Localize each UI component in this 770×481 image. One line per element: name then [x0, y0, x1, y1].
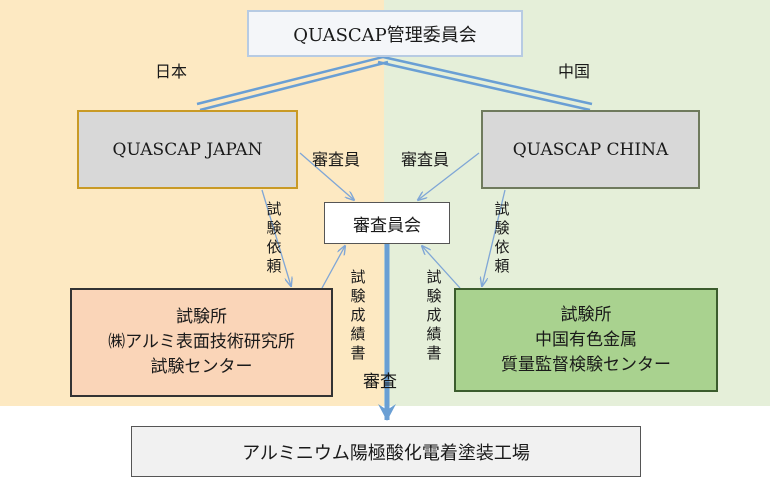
- test-report-label-left: 試験成績書: [350, 268, 366, 362]
- lab-japan-line3: 試験センター: [150, 357, 253, 377]
- lab-china-line3: 質量監督検験センター: [501, 354, 671, 375]
- quascap-china-label: QUASCAP CHINA: [512, 139, 669, 160]
- quascap-committee-box: QUASCAP管理委員会: [247, 10, 523, 57]
- china-region-label: 中国: [558, 62, 591, 81]
- committee-to-japan-line-a: [196, 55, 384, 106]
- japan-test-request-arrow: [261, 189, 291, 286]
- factory-box: アルミニウム陽極酸化電着塗装工場: [131, 426, 641, 477]
- quascap-china-box: QUASCAP CHINA: [481, 110, 700, 189]
- examiner-label-left: 審査員: [312, 150, 361, 169]
- lab-japan-line1: 試験所: [176, 307, 227, 327]
- japan-region-label: 日本: [155, 62, 188, 81]
- quascap-japan-box: QUASCAP JAPAN: [77, 110, 298, 189]
- japan-test-report-arrow: [321, 246, 345, 289]
- quascap-japan-label: QUASCAP JAPAN: [112, 139, 263, 160]
- committee-to-china-line-a: [382, 55, 593, 106]
- lab-china-line2: 中国有色金属: [535, 329, 637, 350]
- lab-japan-line2: ㈱アルミ表面技術研究所: [108, 332, 295, 352]
- examiner-label-right: 審査員: [401, 150, 450, 169]
- japan-to-council-arrow: [299, 152, 354, 200]
- lab-japan-box: 試験所 ㈱アルミ表面技術研究所 試験センター: [70, 288, 333, 397]
- lab-china-box: 試験所 中国有色金属 質量監督検験センター: [454, 288, 718, 392]
- china-test-report-arrow: [422, 246, 461, 289]
- china-to-council-arrow: [418, 152, 480, 200]
- test-report-label-right: 試験成績書: [426, 268, 442, 362]
- committee-to-japan-line-b: [199, 60, 389, 112]
- committee-to-china-line-b: [377, 60, 591, 112]
- factory-label: アルミニウム陽極酸化電着塗装工場: [242, 442, 530, 464]
- committee-label: QUASCAP管理委員会: [293, 24, 477, 46]
- review-label: 審査: [363, 372, 397, 392]
- test-request-label-right: 試験依頼: [494, 200, 510, 275]
- examiner-council-label: 審査員会: [353, 215, 421, 236]
- china-test-request-arrow: [482, 189, 506, 286]
- lab-china-line1: 試験所: [560, 304, 612, 325]
- examiner-council-box: 審査員会: [324, 202, 450, 244]
- test-request-label-left: 試験依頼: [266, 200, 282, 275]
